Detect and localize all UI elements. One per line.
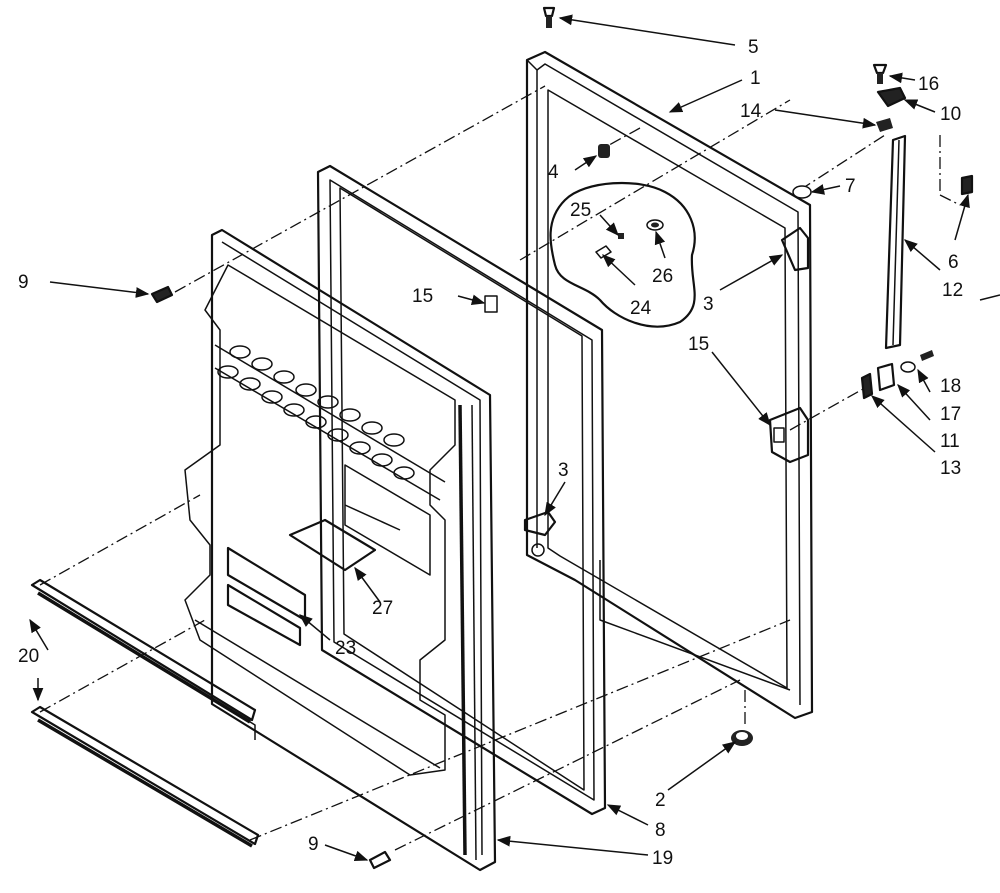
callout-14: 14 — [740, 101, 762, 122]
callout-15-right: 15 — [688, 334, 709, 355]
callout-3-upper: 3 — [703, 294, 714, 315]
callout-9-upper: 9 — [18, 272, 29, 293]
door-gasket-frame — [316, 164, 607, 816]
callout-23: 23 — [335, 638, 356, 659]
callout-2: 2 — [655, 790, 666, 811]
callout-20: 20 — [18, 646, 39, 667]
callout-1: 1 — [750, 68, 761, 89]
shelf-bars — [30, 578, 260, 848]
egg-tray — [217, 345, 415, 480]
callout-24: 24 — [630, 298, 652, 319]
callout-26: 26 — [652, 266, 673, 287]
callout-4: 4 — [548, 162, 559, 183]
callout-13: 13 — [940, 458, 961, 479]
hinge-parts — [150, 6, 974, 870]
callout-labels: 5 1 16 14 10 7 4 25 26 24 6 12 3 15 18 1… — [18, 37, 963, 869]
callout-18: 18 — [940, 376, 961, 397]
callout-7: 7 — [845, 176, 856, 197]
callout-11: 11 — [940, 431, 960, 452]
callout-9-lower: 9 — [308, 834, 319, 855]
callout-10: 10 — [940, 104, 961, 125]
leader-arrows — [29, 14, 1000, 861]
callout-15-left: 15 — [412, 286, 433, 307]
inner-door-liner — [184, 228, 497, 872]
callout-16: 16 — [918, 74, 939, 95]
callout-8: 8 — [655, 820, 666, 841]
callout-6: 6 — [948, 252, 959, 273]
callout-17: 17 — [940, 404, 961, 425]
callout-5: 5 — [748, 37, 759, 58]
outer-door-panel — [523, 50, 814, 720]
cutaway-detail — [549, 181, 696, 328]
callout-27: 27 — [372, 598, 393, 619]
callout-19: 19 — [652, 848, 673, 869]
callout-3-lower: 3 — [558, 460, 569, 481]
callout-12: 12 — [942, 280, 963, 301]
callout-25: 25 — [570, 200, 591, 221]
